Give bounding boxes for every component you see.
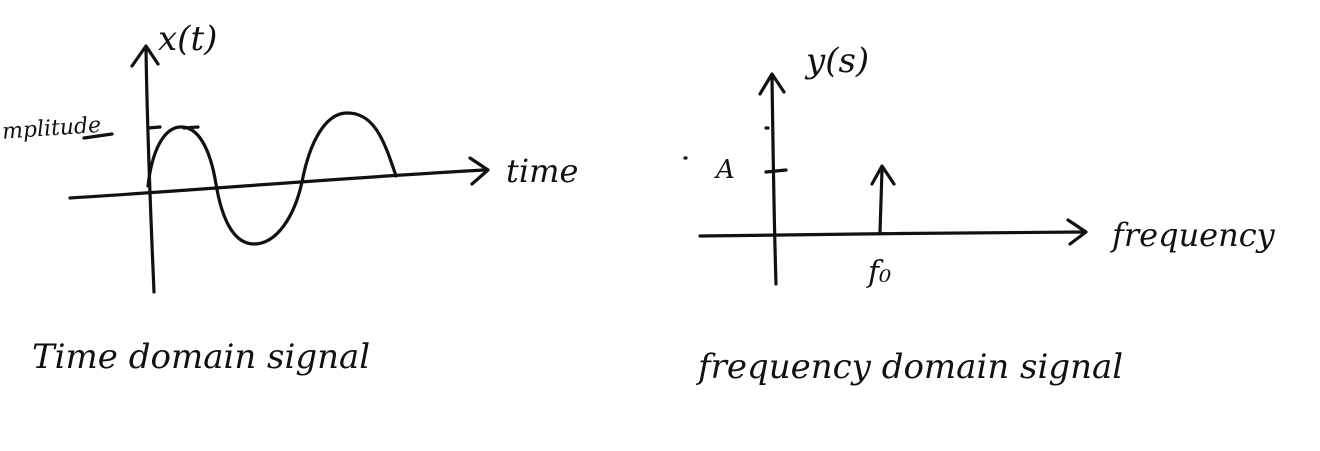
time-x-axis [68, 168, 486, 200]
time-x-arrowhead [468, 156, 490, 186]
freq-x-axis [698, 230, 1084, 238]
time-y-label: x(t) [158, 19, 217, 59]
freq-x-label: frequency [1110, 216, 1276, 254]
amplitude-dash-1 [146, 125, 162, 130]
frequency-domain-panel: y(s) A f₀ frequency frequency domain sig… [683, 41, 1276, 387]
amplitude-dash-2 [182, 125, 200, 130]
freq-amplitude-tick [764, 168, 788, 174]
time-caption: Time domain signal [32, 337, 370, 377]
impulse-label: f₀ [866, 255, 891, 290]
impulse-arrowhead [870, 164, 896, 186]
amplitude-label: mplitude [1, 113, 102, 145]
freq-caption: frequency domain signal [695, 347, 1123, 387]
time-domain-panel: x(t) time mplitude Time domain signal [1, 19, 578, 377]
time-y-axis [144, 46, 156, 294]
sine-wave [146, 111, 398, 246]
time-y-arrowhead [130, 44, 160, 68]
impulse-line [878, 168, 884, 234]
amplitude-underline [82, 132, 114, 140]
freq-x-arrowhead [1066, 218, 1088, 246]
freq-amplitude-tick-label: A [714, 155, 735, 185]
freq-y-label: y(s) [804, 41, 869, 81]
time-x-label: time [506, 152, 578, 190]
freq-y-arrowhead [758, 72, 786, 96]
freq-y-axis [770, 74, 778, 286]
